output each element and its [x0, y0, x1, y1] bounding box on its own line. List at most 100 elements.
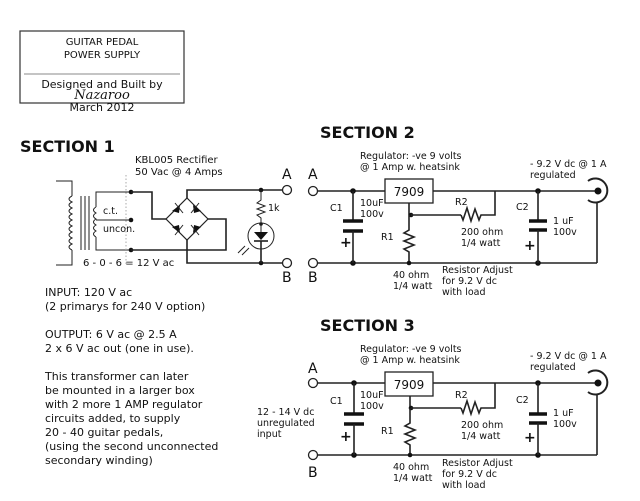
date: March 2012: [69, 101, 134, 114]
output-jack-icon-s2: [587, 177, 609, 263]
section-3-title: SECTION 3: [320, 316, 415, 335]
adjust-label-3-s3: with load: [442, 480, 485, 491]
note-line: INPUT: 120 V ac: [45, 286, 132, 299]
adjust-label-2-s3: for 9.2 V dc: [442, 469, 497, 480]
note-line: (2 primarys for 240 V option): [45, 300, 205, 313]
c1-value-1-s3: 10uF: [360, 390, 384, 401]
c2-value-1-s3: 1 uF: [553, 408, 574, 419]
note-line: This transformer can later: [44, 370, 189, 383]
r2-value-1-s2: 200 ohm: [461, 227, 503, 238]
section-1-notes: INPUT: 120 V ac(2 primarys for 240 V opt…: [44, 286, 218, 467]
c1-label-s3: C1: [330, 396, 343, 407]
r2-value-2-s2: 1/4 watt: [461, 238, 501, 249]
designed-by: Designed and Built by: [41, 78, 163, 91]
section-1-title: SECTION 1: [20, 137, 115, 156]
author-name: Nazaroo: [73, 88, 130, 103]
regulator-label-1-s2: Regulator: -ve 9 volts: [360, 151, 462, 162]
c2-value-2-s3: 100v: [553, 419, 577, 430]
note-line: with 2 more 1 AMP regulator: [45, 398, 203, 411]
r1-value-1-s3: 40 ohm: [393, 462, 429, 473]
section-3: SECTION 3 Regulator: -ve 9 volts @ 1 Amp…: [257, 316, 609, 491]
svg-text:+: +: [524, 238, 536, 254]
regulator-label-2-s2: @ 1 Amp w. heatsink: [360, 162, 460, 173]
c1-value-2-s2: 100v: [360, 209, 384, 220]
regulator-7909-s3: [384, 371, 434, 397]
r1-value-2-s3: 1/4 watt: [393, 473, 433, 484]
resistor-r1-icon-s3: [402, 408, 418, 455]
c1-value-1-s2: 10uF: [360, 198, 384, 209]
section-1: SECTION 1 KBL005 Rectifier 50 Vac @ 4 Am…: [20, 137, 293, 467]
c2-value-2-s2: 100v: [553, 227, 577, 238]
capacitor-c1-icon-s3: +: [340, 383, 364, 455]
output-jack-icon-s3: [587, 369, 609, 455]
terminal-b-1: [281, 257, 293, 269]
c1-value-2-s3: 100v: [360, 401, 384, 412]
r2-label-s2: R2: [455, 197, 468, 208]
note-line: secondary winding): [45, 454, 153, 467]
rectifier-label-2: 50 Vac @ 4 Amps: [135, 167, 223, 178]
regulator-part-s3: 7909: [394, 378, 425, 392]
r1-label-s2: R1: [381, 232, 394, 243]
resistor-r2-icon-s3: [460, 383, 496, 417]
terminal-b-2: [307, 257, 319, 269]
c2-value-1-s2: 1 uF: [553, 216, 574, 227]
terminal-a-3: [307, 377, 319, 389]
terminal-b-label-1: B: [282, 270, 292, 286]
input-label-3-s3: input: [257, 429, 282, 440]
terminal-a-label-1: A: [282, 167, 292, 183]
bridge-rectifier-icon: [165, 197, 209, 241]
r2-value-1-s3: 200 ohm: [461, 420, 503, 431]
note-line: (using the second unconnected: [45, 440, 218, 453]
terminal-b-label-2: B: [308, 270, 318, 286]
rectifier-label-1: KBL005 Rectifier: [135, 155, 219, 166]
svg-text:+: +: [340, 235, 352, 251]
input-label-1-s3: 12 - 14 V dc: [257, 407, 314, 418]
ct-label: c.t.: [103, 206, 118, 217]
adjust-label-1-s3: Resistor Adjust: [442, 458, 513, 469]
r1-value-2-s2: 1/4 watt: [393, 281, 433, 292]
svg-text:+: +: [340, 429, 352, 445]
output-label-2-s2: regulated: [530, 170, 576, 181]
section-2: SECTION 2 Regulator: -ve 9 volts @ 1 Amp…: [307, 123, 609, 298]
r2-value-2-s3: 1/4 watt: [461, 431, 501, 442]
resistor-1k-label: 1k: [268, 203, 280, 214]
output-label-1-s3: - 9.2 V dc @ 1 A: [530, 351, 607, 362]
section-2-title: SECTION 2: [320, 123, 415, 142]
capacitor-c1-icon-s2: +: [340, 191, 363, 263]
note-line: be mounted in a larger box: [45, 384, 195, 397]
capacitor-c2-icon-s3: +: [524, 383, 547, 455]
r2-label-s3: R2: [455, 390, 468, 401]
secondary-label: 6 - 0 - 6 = 12 V ac: [83, 258, 174, 269]
resistor-r2-icon-s2: [460, 191, 496, 224]
c2-label-s2: C2: [516, 202, 529, 213]
uncon-label: uncon.: [103, 224, 135, 235]
r1-label-s3: R1: [381, 426, 394, 437]
led-indicator-icon: [237, 222, 275, 263]
regulator-label-2-s3: @ 1 Amp w. heatsink: [360, 355, 460, 366]
terminal-a-1: [281, 184, 293, 196]
r1-value-1-s2: 40 ohm: [393, 270, 429, 281]
terminal-a-label-3: A: [308, 361, 318, 377]
note-line: 2 x 6 V ac out (one in use).: [45, 342, 194, 355]
output-label-2-s3: regulated: [530, 362, 576, 373]
title-block: GUITAR PEDAL POWER SUPPLY Designed and B…: [19, 30, 185, 114]
transformer-icon: [56, 180, 131, 266]
c2-label-s3: C2: [516, 395, 529, 406]
regulator-label-1-s3: Regulator: -ve 9 volts: [360, 344, 462, 355]
title-block-border: [19, 30, 185, 104]
adjust-label-1-s2: Resistor Adjust: [442, 265, 513, 276]
regulator-part-s2: 7909: [394, 185, 425, 199]
c1-label-s2: C1: [330, 203, 343, 214]
resistor-1k-icon: [255, 190, 267, 224]
terminal-a-label-2: A: [308, 167, 318, 183]
resistor-r1-icon-s2: [401, 215, 417, 263]
note-line: OUTPUT: 6 V ac @ 2.5 A: [45, 328, 177, 341]
note-line: circuits added, to supply: [45, 412, 181, 425]
adjust-label-3-s2: with load: [442, 287, 485, 298]
output-label-1-s2: - 9.2 V dc @ 1 A: [530, 159, 607, 170]
terminal-a-2: [307, 185, 319, 197]
regulator-7909-s2: [384, 178, 434, 204]
input-label-2-s3: unregulated: [257, 418, 315, 429]
title-line2: POWER SUPPLY: [64, 50, 141, 61]
